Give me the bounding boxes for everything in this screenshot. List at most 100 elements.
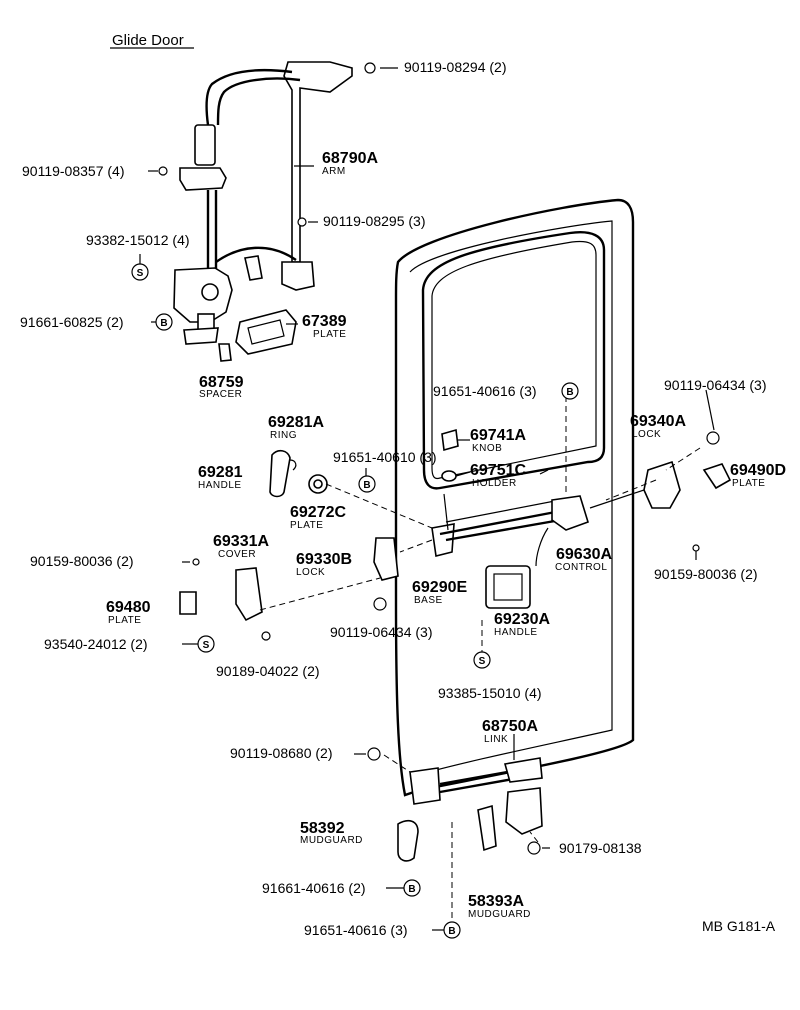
drawing-code: MB G181-A [702,918,776,934]
svg-text:B: B [408,884,415,895]
label-91651-40616-b: 91651-40616 (3) [304,922,408,938]
part-number-69281: 69281 [198,464,243,481]
spacer-68759 [218,343,232,362]
part-name-lock-69340a: LOCK [632,429,661,440]
part-name-cover: COVER [218,549,256,560]
label-90179-08138: 90179-08138 [559,840,642,856]
part-number-69741a: 69741A [470,427,526,444]
svg-text:B: B [160,318,167,329]
part-number-68750a: 68750A [482,718,538,735]
marker-b-2: B [561,382,579,400]
part-name-lock-69330b: LOCK [296,567,325,578]
fastener-icons [158,62,720,855]
plate-67389 [235,309,297,355]
linkage-rods [439,487,651,567]
knob-69741a [441,428,459,452]
part-name-link: LINK [484,734,508,745]
label-90119-08294: 90119-08294 (2) [404,59,506,75]
label-90159-80036-b: 90159-80036 (2) [654,566,758,582]
label-90119-06434-a: 90119-06434 (3) [664,377,766,393]
part-number-69340a: 69340A [630,413,686,430]
part-name-spacer: SPACER [199,389,242,400]
lock-69330b [373,537,399,581]
plate-69480 [179,591,197,615]
part-number-69272c: 69272C [290,504,346,521]
part-number-58392: 58392 [300,820,345,837]
label-90119-06434-b: 90119-06434 (3) [330,624,432,640]
label-91661-60825: 91661-60825 (2) [20,314,124,330]
part-labels: 68790A ARM 67389 PLATE 68759 SPACER 6928… [106,150,786,920]
part-name-mudguard-58393a: MUDGUARD [468,909,531,920]
plate-69272c [308,474,328,494]
lock-69340a [643,460,681,509]
door-panel [394,198,635,797]
label-93382-15012: 93382-15012 (4) [86,232,190,248]
diagram-title: Glide Door [112,32,184,49]
plate-69490d [702,463,732,490]
part-number-69630a: 69630A [556,546,612,563]
part-number-69281a: 69281A [268,414,324,431]
marker-b-5: B [443,921,461,939]
mudguard-bracket [477,804,497,852]
part-number-67389: 67389 [302,313,347,330]
fastener-labels: 90119-08294 (2) 90119-08357 (4) 90119-08… [20,59,766,938]
part-name-handle-69281: HANDLE [198,480,242,491]
part-number-69331a: 69331A [213,533,269,550]
label-91661-40616: 91661-40616 (2) [262,880,366,896]
marker-b-3: B [358,475,376,493]
svg-text:B: B [363,480,370,491]
label-93385-15010: 93385-15010 (4) [438,685,542,701]
part-name-plate-69272c: PLATE [290,520,323,531]
part-name-plate-67389: PLATE [313,329,346,340]
part-name-base: BASE [414,595,443,606]
mudguard-58392 [397,819,419,862]
part-number-68790a: 68790A [322,150,378,167]
marker-s-3: S [473,651,491,669]
svg-text:B: B [566,387,573,398]
ring-69281a [289,459,297,471]
cover-69331a [235,567,263,622]
dashed-leaders [259,396,701,920]
part-name-plate-69480: PLATE [108,615,141,626]
label-91651-40610: 91651-40610 (3) [333,449,437,465]
svg-text:S: S [479,656,486,667]
part-name-knob: KNOB [472,443,502,454]
label-90119-08295: 90119-08295 (3) [323,213,425,229]
label-90159-80036-a: 90159-80036 (2) [30,553,134,569]
marker-b-1: B [155,313,173,331]
svg-text:B: B [448,926,455,937]
part-number-69751c: 69751C [470,462,526,479]
part-name-arm: ARM [322,166,346,177]
handle-69281 [269,449,291,498]
svg-text:S: S [137,268,144,279]
part-name-holder: HOLDER [472,478,517,489]
mudguard-58393a [505,787,543,835]
svg-text:S: S [203,640,210,651]
label-90119-08680: 90119-08680 (2) [230,745,332,761]
holder-69751c [441,470,457,482]
part-number-69230a: 69230A [494,611,550,628]
part-name-mudguard-58392: MUDGUARD [300,835,363,846]
label-90189-04022: 90189-04022 (2) [216,663,320,679]
marker-b-4: B [403,879,421,897]
link-68750a [409,757,543,805]
arm-68790a [173,61,353,345]
part-number-69490d: 69490D [730,462,786,479]
part-number-69330b: 69330B [296,551,352,568]
part-name-control: CONTROL [555,562,607,573]
label-93540-24012: 93540-24012 (2) [44,636,148,652]
handle-69230a [485,565,531,609]
part-number-68759: 68759 [199,374,244,391]
label-91651-40616-a: 91651-40616 (3) [433,383,537,399]
marker-s-2: S [197,635,215,653]
label-90119-08357: 90119-08357 (4) [22,163,124,179]
part-name-ring: RING [270,430,297,441]
part-name-handle-69230a: HANDLE [494,627,538,638]
part-number-58393a: 58393A [468,893,524,910]
part-name-plate-69490d: PLATE [732,478,765,489]
marker-s-1: S [131,263,149,281]
part-number-69480: 69480 [106,599,151,616]
part-number-69290e: 69290E [412,579,467,596]
